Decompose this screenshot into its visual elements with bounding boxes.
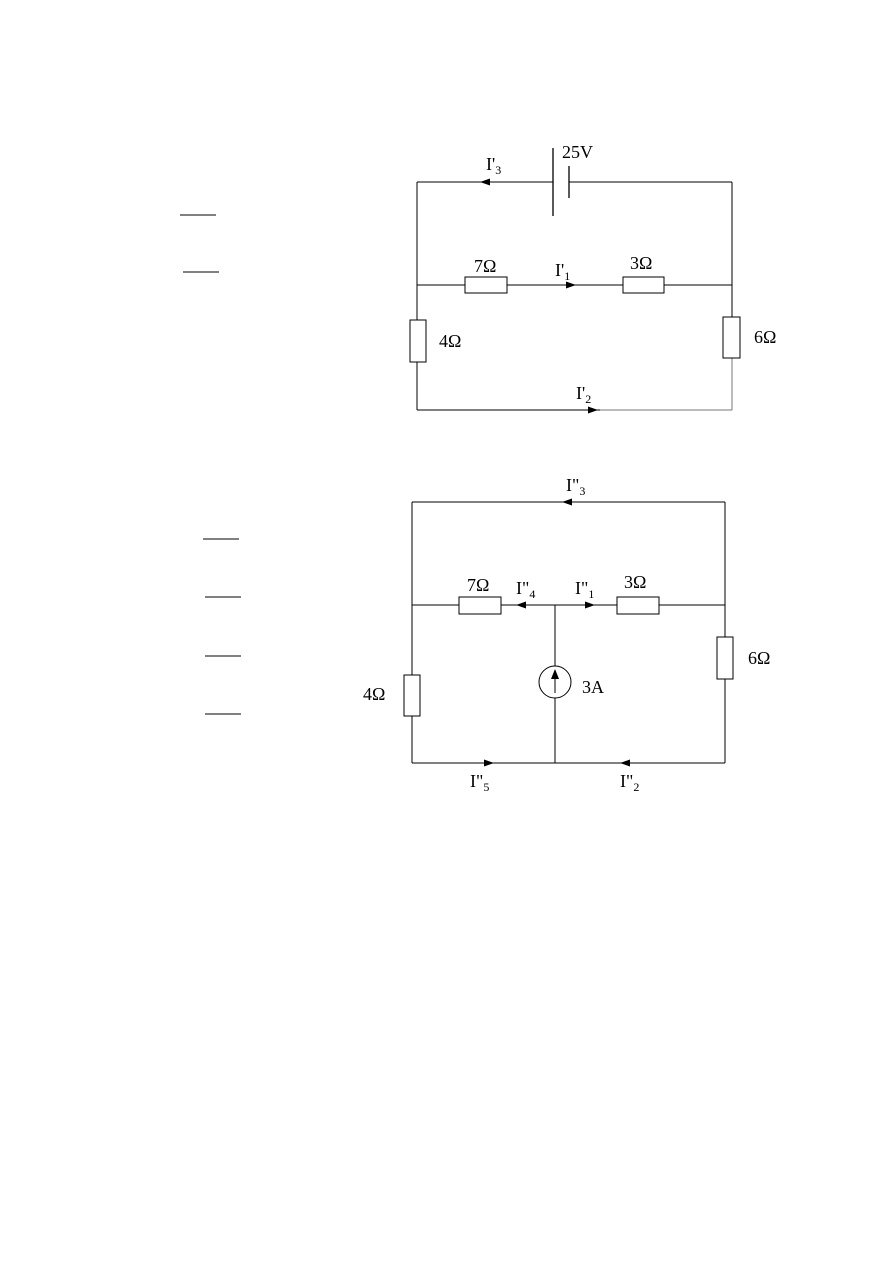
resistor-6-ohm-label: 6Ω	[748, 648, 770, 668]
circuit-1-voltage-source: 25V 7Ω 3Ω 4Ω 6Ω I'3 I'1 I'2	[409, 142, 776, 414]
current-arrow-i5-right	[484, 759, 494, 767]
resistor-6-ohm	[722, 316, 741, 359]
current-arrow-i1-right	[585, 601, 595, 609]
resistor-4-ohm	[403, 674, 421, 717]
current-label-i3: I"3	[566, 475, 585, 498]
current-arrow-i4-left	[516, 601, 526, 609]
current-arrow-i2-right	[588, 406, 598, 414]
current-arrow-i3-left	[480, 178, 490, 186]
battery-symbol	[552, 148, 570, 216]
resistor-7-ohm-label: 7Ω	[474, 256, 496, 276]
resistor-7-ohm	[458, 596, 502, 615]
resistor-6-ohm	[716, 636, 734, 680]
circuit-2-current-source: 3A 7Ω 3Ω 4Ω 6Ω I"3 I"4 I"1 I"5 I"2	[363, 475, 770, 794]
current-source-symbol	[538, 665, 572, 699]
resistor-3-ohm	[622, 276, 665, 294]
resistor-3-ohm	[616, 596, 660, 615]
fraction-bars	[180, 214, 241, 715]
resistor-7-ohm-label: 7Ω	[467, 575, 489, 595]
current-label-i5: I"5	[470, 771, 489, 794]
current-label-i2: I"2	[620, 771, 639, 794]
current-label-i3: I'3	[486, 154, 501, 177]
current-label-i2: I'2	[576, 383, 591, 406]
source-voltage-label: 25V	[562, 142, 593, 162]
circuit-2-wires	[411, 501, 726, 764]
resistor-6-ohm-label: 6Ω	[754, 327, 776, 347]
current-arrow-i3-left	[562, 498, 572, 506]
resistor-4-ohm-label: 4Ω	[363, 684, 385, 704]
current-label-i4: I"4	[516, 578, 535, 601]
source-current-label: 3A	[582, 677, 604, 697]
circuit-1-wires	[416, 181, 733, 411]
current-arrow-i2-left	[620, 759, 630, 767]
resistor-4-ohm-label: 4Ω	[439, 331, 461, 351]
resistor-3-ohm-label: 3Ω	[624, 572, 646, 592]
current-label-i1: I"1	[575, 578, 594, 601]
current-source-arrow-up	[551, 669, 559, 679]
current-arrow-i1-right	[566, 281, 576, 289]
resistor-7-ohm	[464, 276, 508, 294]
resistor-3-ohm-label: 3Ω	[630, 253, 652, 273]
resistor-4-ohm	[409, 319, 427, 363]
current-label-i1: I'1	[555, 260, 570, 283]
